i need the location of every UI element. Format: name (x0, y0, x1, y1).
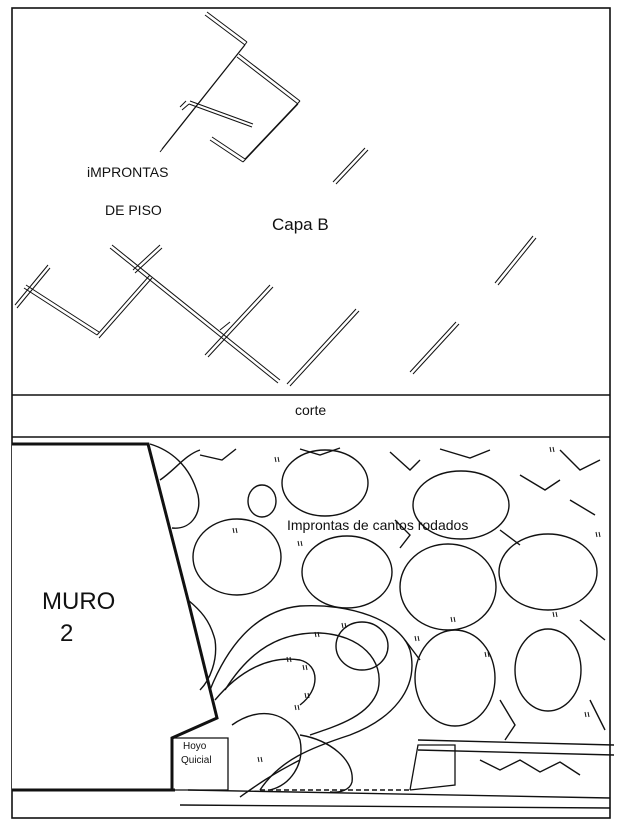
hoyo-quicial-label-line1: Hoyo (183, 741, 207, 752)
capa-b-label: Capa B (272, 215, 329, 234)
corte-label: corte (295, 402, 327, 418)
improntas-de-piso-label-line2: DE PISO (105, 202, 162, 218)
improntas-de-piso-label-line1: iMPRONTAS (87, 164, 169, 180)
outer-frame (11, 7, 611, 819)
pebble-impressions (149, 443, 615, 809)
cantos-rodados-label: Improntas de cantos rodados (287, 517, 469, 533)
stone-tick-marks (232, 446, 601, 763)
muro-label-line2: 2 (60, 620, 74, 647)
muro-label-line1: MURO (42, 588, 116, 615)
hoyo-quicial-label-line2: Quicial (181, 755, 212, 766)
hoyo-quicial (171, 737, 229, 791)
floor-impressions (14, 11, 537, 387)
